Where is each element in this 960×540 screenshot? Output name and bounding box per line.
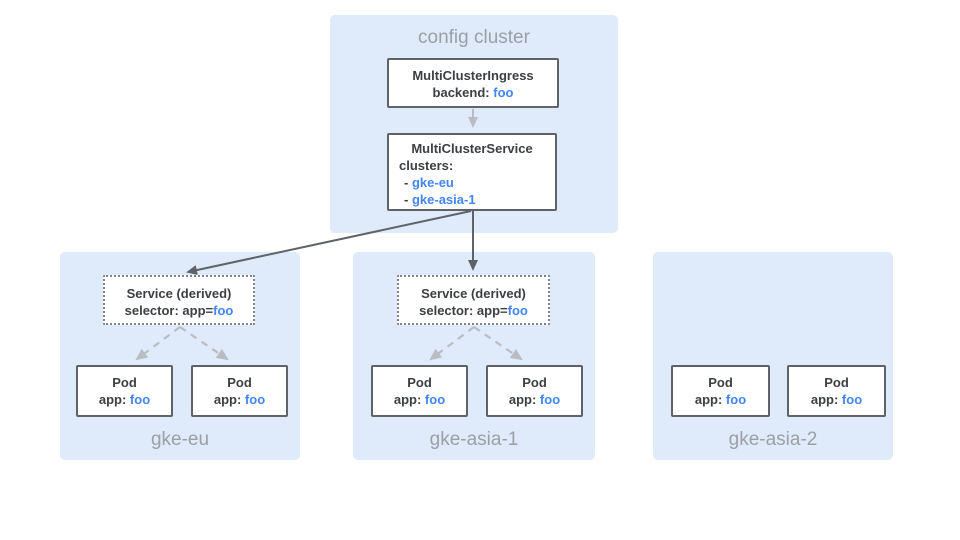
pod-app-line: app: foo: [193, 391, 286, 408]
mci-backend-line: backend: foo: [389, 84, 557, 101]
gke-eu-service-title: Service (derived): [126, 286, 232, 301]
pod-title: Pod: [227, 375, 252, 390]
mci-title: MultiClusterIngress: [412, 68, 534, 83]
mcs-cluster-ref-2-name: gke-asia-1: [411, 192, 476, 207]
gke-eu-selector-value: foo: [213, 303, 234, 318]
pod-app-label: app:: [694, 392, 723, 407]
cluster-label-gke-eu: gke-eu: [150, 429, 210, 450]
mcs-title: MultiClusterService: [411, 141, 533, 156]
mcs-cluster-ref-1-name: gke-eu: [411, 175, 454, 190]
pod-title: Pod: [112, 375, 137, 390]
gke-eu-selector-label: selector: app=: [124, 303, 214, 318]
pod-app-line: app: foo: [789, 391, 884, 408]
pod-title: Pod: [708, 375, 733, 390]
pod-app-value: foo: [841, 392, 863, 407]
multi-cluster-ingress-box: MultiClusterIngress backend: foo: [387, 58, 559, 108]
gke-asia-1-pod-box-1: Pod app: foo: [371, 365, 468, 417]
pod-app-value: foo: [244, 392, 266, 407]
mcs-cluster-ref-1: - gke-eu: [389, 174, 555, 191]
pod-app-value: foo: [725, 392, 747, 407]
gke-asia-1-service-selector: selector: app=foo: [399, 302, 548, 319]
pod-app-label: app:: [810, 392, 839, 407]
multi-cluster-service-box: MultiClusterService clusters: - gke-eu -…: [387, 133, 557, 211]
pod-app-value: foo: [129, 392, 151, 407]
gke-eu-pod-box-2: Pod app: foo: [191, 365, 288, 417]
mci-backend-value: foo: [493, 85, 514, 100]
pod-app-label: app:: [98, 392, 127, 407]
gke-asia-2-pod-box-1: Pod app: foo: [671, 365, 770, 417]
gke-eu-derived-service-box: Service (derived) selector: app=foo: [103, 275, 255, 325]
mcs-cluster-ref-2: - gke-asia-1: [389, 191, 555, 208]
pod-app-label: app:: [393, 392, 422, 407]
gke-asia-1-pod-box-2: Pod app: foo: [486, 365, 583, 417]
gke-asia-1-selector-label: selector: app=: [419, 303, 508, 318]
pod-title: Pod: [522, 375, 547, 390]
pod-app-label: app:: [508, 392, 537, 407]
cluster-panel-gke-asia-1: gke-asia-1: [353, 252, 595, 460]
pod-title: Pod: [824, 375, 849, 390]
pod-app-line: app: foo: [373, 391, 466, 408]
gke-asia-1-selector-value: foo: [507, 303, 528, 318]
gke-eu-pod-box-1: Pod app: foo: [76, 365, 173, 417]
cluster-label-gke-asia-2: gke-asia-2: [728, 429, 818, 450]
gke-eu-service-selector: selector: app=foo: [105, 302, 253, 319]
gke-asia-1-derived-service-box: Service (derived) selector: app=foo: [397, 275, 550, 325]
gke-asia-1-service-title: Service (derived): [421, 286, 526, 301]
mcs-bullet-2: -: [404, 192, 409, 207]
mcs-bullet-1: -: [404, 175, 409, 190]
cluster-panel-gke-asia-2: gke-asia-2: [653, 252, 893, 460]
config-cluster-title: config cluster: [418, 27, 530, 48]
pod-app-line: app: foo: [488, 391, 581, 408]
pod-app-value: foo: [539, 392, 561, 407]
mci-backend-label: backend:: [432, 85, 490, 100]
mcs-clusters-label: clusters:: [399, 158, 454, 173]
pod-app-value: foo: [424, 392, 446, 407]
pod-app-label: app:: [213, 392, 242, 407]
cluster-label-gke-asia-1: gke-asia-1: [429, 429, 519, 450]
pod-app-line: app: foo: [673, 391, 768, 408]
pod-title: Pod: [407, 375, 432, 390]
gke-asia-2-pod-box-2: Pod app: foo: [787, 365, 886, 417]
pod-app-line: app: foo: [78, 391, 171, 408]
